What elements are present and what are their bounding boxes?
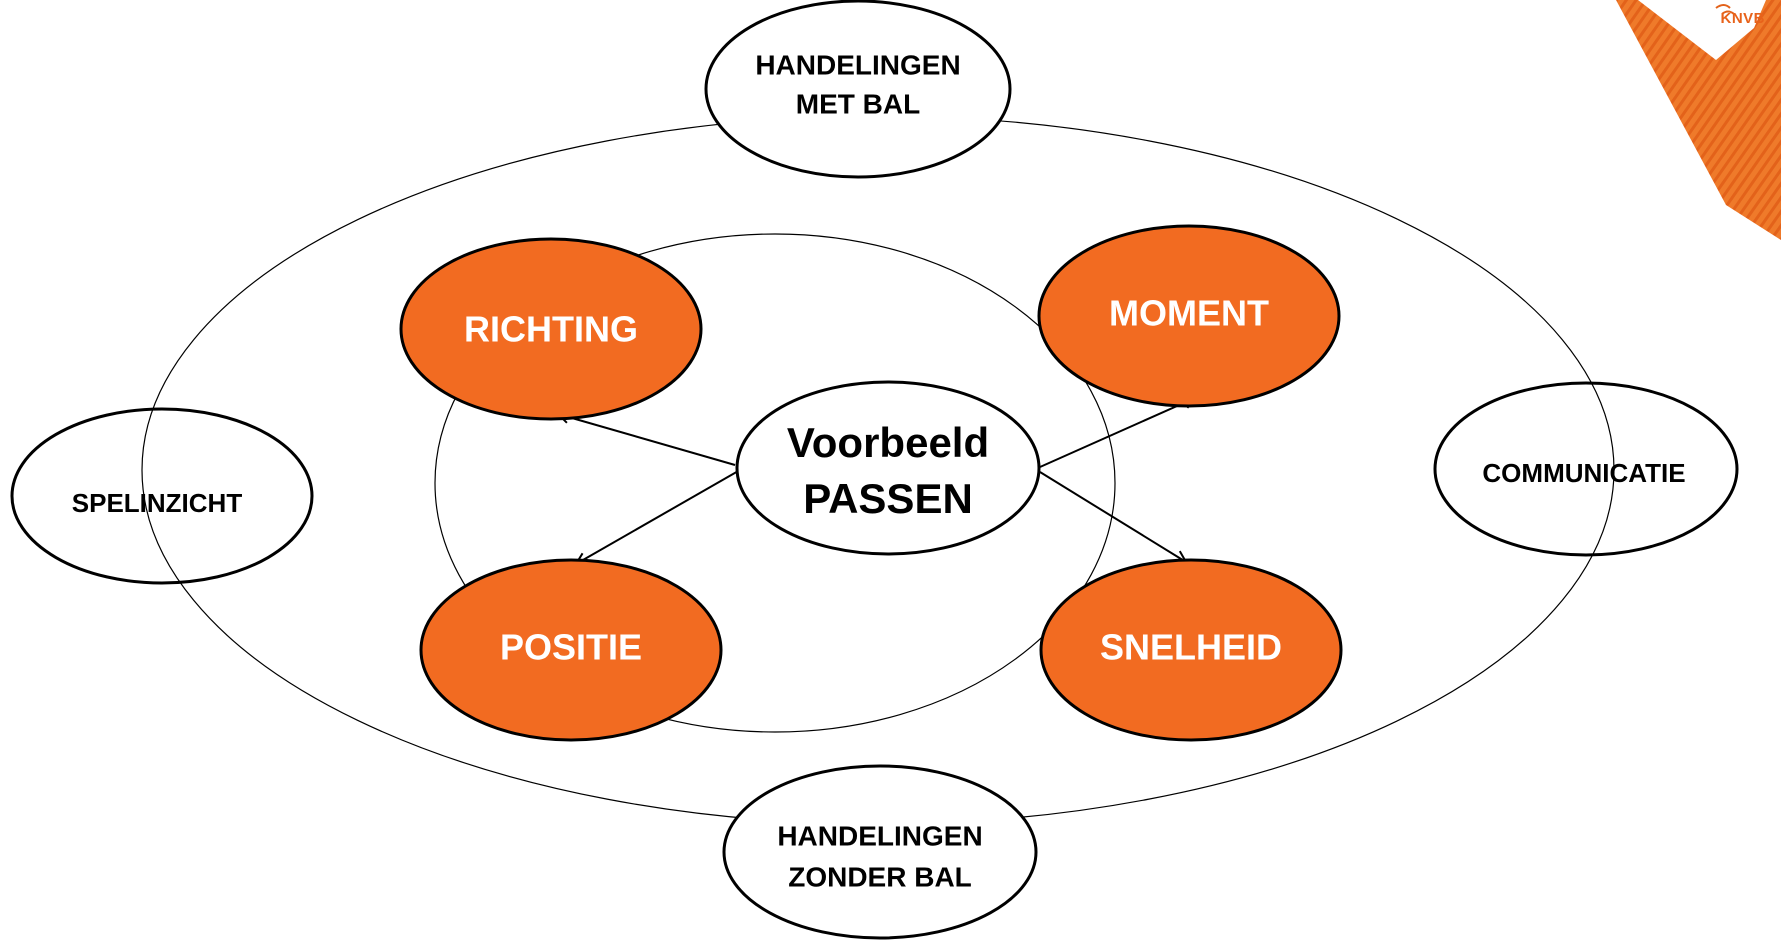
arrow-to-positie xyxy=(576,469,741,564)
arrow-to-moment xyxy=(1039,398,1195,468)
node-richting-label: RICHTING xyxy=(464,309,638,350)
knvb-logo: KNVB xyxy=(1566,0,1781,240)
node-spelinzicht: SPELINZICHT xyxy=(10,407,314,585)
center-line2: PASSEN xyxy=(803,475,973,522)
node-moment: MOMENT xyxy=(1037,224,1341,408)
node-bottom-line2: ZONDER BAL xyxy=(788,861,972,892)
node-spelinzicht-label: SPELINZICHT xyxy=(72,488,243,518)
node-handelingen-zonder-bal: HANDELINGEN ZONDER BAL xyxy=(722,764,1038,940)
arrow-to-richting xyxy=(558,414,736,466)
center-node: Voorbeeld PASSEN xyxy=(735,380,1041,556)
inner-ring xyxy=(434,233,1116,733)
node-snelheid: SNELHEID xyxy=(1039,558,1343,742)
node-communicatie: COMMUNICATIE xyxy=(1433,381,1739,557)
node-top-line1: HANDELINGEN xyxy=(755,49,960,80)
node-richting: RICHTING xyxy=(399,237,703,421)
center-line1: Voorbeeld xyxy=(787,419,989,466)
logo-text: KNVB xyxy=(1720,10,1765,27)
node-positie-label: POSITIE xyxy=(500,627,642,668)
node-snelheid-label: SNELHEID xyxy=(1100,627,1282,668)
logo-shape xyxy=(1616,0,1781,240)
node-bottom-line1: HANDELINGEN xyxy=(777,820,982,851)
node-moment-label: MOMENT xyxy=(1109,293,1269,334)
node-handelingen-met-bal: HANDELINGEN MET BAL xyxy=(704,0,1012,179)
arrow-to-snelheid xyxy=(1039,471,1186,562)
node-communicatie-label: COMMUNICATIE xyxy=(1482,458,1685,488)
node-top-line2: MET BAL xyxy=(796,88,920,119)
node-positie: POSITIE xyxy=(419,558,723,742)
